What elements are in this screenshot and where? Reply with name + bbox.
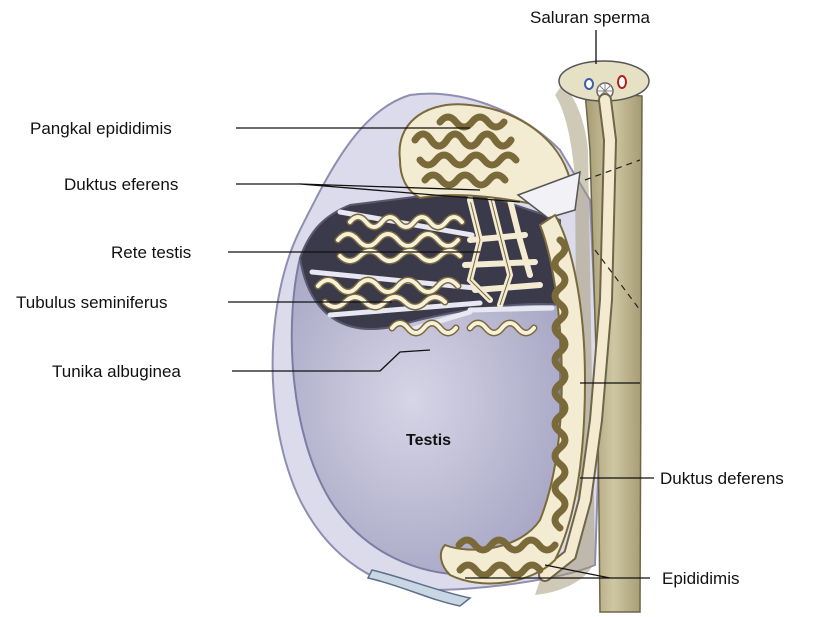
label-testis: Testis <box>406 432 451 449</box>
label-duktus-eferens: Duktus eferens <box>64 175 178 194</box>
vessel-red <box>618 76 626 88</box>
vessel-blue <box>585 79 593 89</box>
label-tubulus-seminiferus: Tubulus seminiferus <box>16 293 168 312</box>
label-epididimis: Epididimis <box>662 569 739 588</box>
label-saluran-sperma: Saluran sperma <box>530 8 651 27</box>
label-pangkal-epididimis: Pangkal epididimis <box>30 119 172 138</box>
label-tunika-albuginea: Tunika albuginea <box>52 362 181 381</box>
label-rete-testis: Rete testis <box>111 243 191 262</box>
label-duktus-deferens: Duktus deferens <box>660 469 784 488</box>
